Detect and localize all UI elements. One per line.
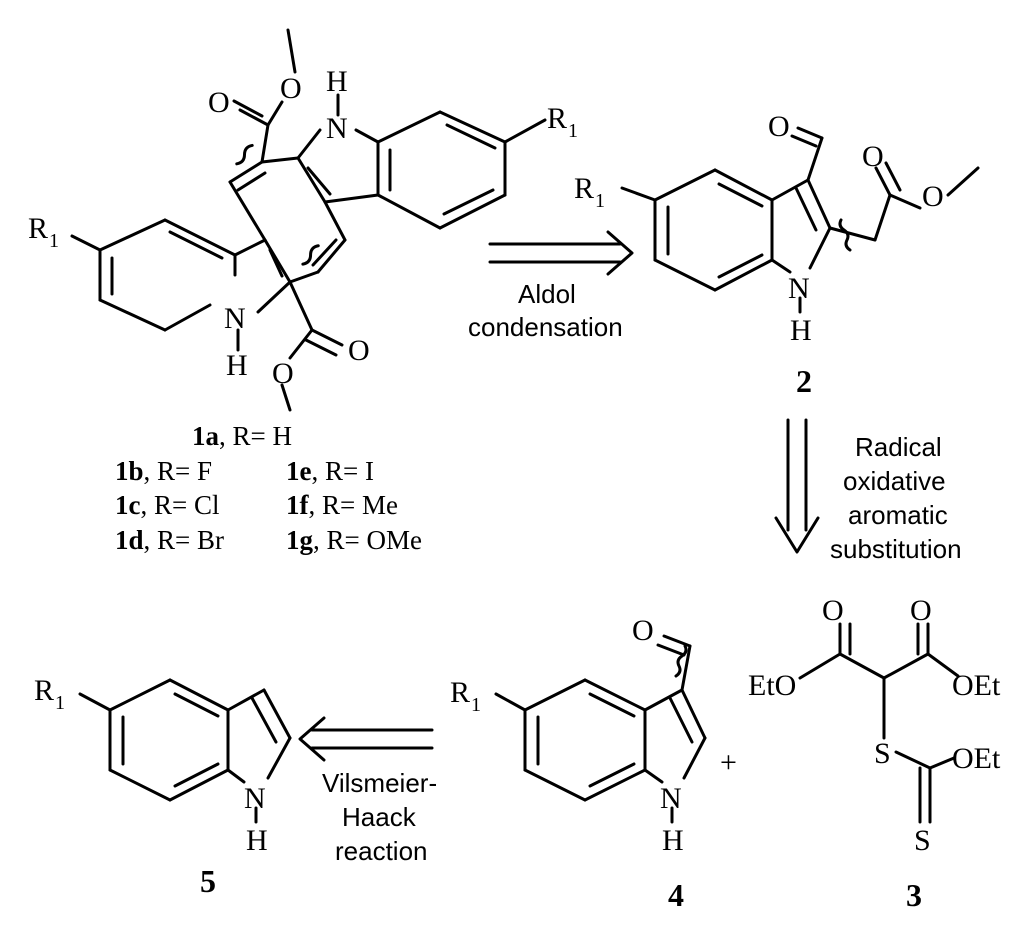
variant-1d: 1d, R= Br [115,525,224,555]
atom-O: O [632,614,654,647]
atom-O: O [822,594,844,627]
compound-1-lower-pyrrole [233,238,292,352]
compound-2-structure: O O O N H R 1 [574,110,980,347]
r1-subscript: 1 [595,190,605,212]
compound-1-upper-pyrrole [296,93,380,204]
atom-O: O [768,110,790,143]
variant-1a: 1a, R= H [192,421,292,451]
atom-H: H [226,349,248,382]
r1-subscript: 1 [568,120,578,142]
compound-4-structure: O N H R 1 [450,614,707,857]
variant-1g: 1g, R= OMe [286,525,422,555]
atom-H: H [790,314,812,347]
atom-H: H [326,65,348,98]
compound-3-number: 3 [906,877,922,913]
retro-arrow-aldol [488,230,634,276]
atom-H: H [662,824,684,857]
r1-subscript: 1 [49,230,59,252]
atom-O: O [348,334,370,367]
compound-3-structure: O O EtO OEt S OEt S [748,594,1001,857]
retro-arrow-radical [774,418,820,554]
atom-S: S [874,737,891,770]
atom-O: O [922,180,944,213]
aldol-label-line1: Aldol [518,279,576,309]
retro-arrow-vilsmeier [298,716,434,762]
compound-1-upper-benzene [376,110,547,230]
atom-N: N [788,272,810,305]
compound-1-cyclooctatetraene [228,156,347,284]
compound-1-variants: 1a, R= H 1b, R= F 1e, R= I 1c, R= Cl 1f,… [115,421,422,555]
r1-subscript: 1 [471,694,481,716]
variant-1c: 1c, R= Cl [115,490,219,520]
atom-N: N [660,782,682,815]
atom-N: N [244,782,266,815]
compound-5-number: 5 [200,863,216,899]
atom-O: O [208,86,230,119]
r1-label: R [28,212,48,245]
vilsmeier-label-line2: Haack [342,802,417,832]
compound-1-lower-benzene [70,218,237,332]
compound-4-number: 4 [668,877,684,913]
r1-label: R [450,676,470,709]
atom-O: O [272,357,294,390]
atom-O: O [280,72,302,105]
compound-2-number: 2 [796,363,812,399]
compound-1-structure: O O H N R 1 R 1 N H O O [28,28,578,412]
compound-1-lower-ester [280,280,344,412]
wavy-disconnection-mark [674,644,688,678]
ethoxy-label: OEt [952,742,1001,775]
atom-S: S [914,824,931,857]
compound-5-structure: N H R 1 [34,674,292,857]
r1-label: R [574,172,594,205]
compound-1-upper-ester [232,28,297,164]
variant-1e: 1e, R= I [286,456,374,486]
radical-label-line1: Radical [855,432,942,462]
wavy-disconnection-mark [235,143,254,166]
r1-label: R [547,102,567,135]
vilsmeier-label-line1: Vilsmeier- [322,768,437,798]
variant-1f: 1f, R= Me [286,490,398,520]
wavy-disconnection-mark [838,218,852,252]
r1-label: R [34,674,54,707]
atom-O: O [910,594,932,627]
atom-O: O [862,140,884,173]
radical-label-line3: aromatic [848,500,948,530]
ethoxy-label: EtO [748,669,796,702]
vilsmeier-label-line3: reaction [335,836,428,866]
wavy-disconnection-mark [301,244,320,266]
variant-1b: 1b, R= F [115,456,212,486]
ethoxy-label: OEt [952,669,1001,702]
atom-N: N [326,112,348,145]
atom-H: H [246,824,268,857]
atom-N: N [224,302,246,335]
radical-label-line4: substitution [830,534,962,564]
aldol-label-line2: condensation [468,312,623,342]
radical-label-line2: oxidative [843,466,946,496]
plus-sign: + [720,746,737,779]
r1-subscript: 1 [55,692,65,714]
